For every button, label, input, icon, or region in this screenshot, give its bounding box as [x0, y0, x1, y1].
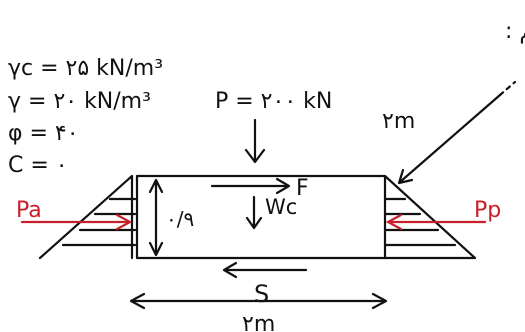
- param-phi: φ = ۴۰: [8, 121, 79, 146]
- param-c: C = ۰: [8, 153, 68, 178]
- force-f-arrow: [210, 177, 291, 195]
- footing-block: [135, 174, 387, 260]
- param-gamma-c: γc = ۲۵ kN/m³: [8, 56, 163, 81]
- load-p-label: P = ۲۰۰ kN: [215, 89, 332, 114]
- weight-wc-label: Wc: [265, 195, 297, 219]
- param-gamma: γ = ۲۰ kN/m³: [8, 89, 151, 114]
- diagonal-dimension: [397, 80, 517, 185]
- active-pressure-label: Pa: [16, 198, 42, 223]
- passive-pressure-label: Pp: [474, 198, 501, 223]
- diagonal-dimension-label: ۲m: [382, 109, 415, 134]
- height-label: ۰/۹: [166, 207, 194, 231]
- weight-wc-arrow: [245, 195, 263, 230]
- passive-pressure-arrow: [385, 213, 487, 231]
- backfill-right: [383, 174, 477, 260]
- load-p-arrow: [244, 118, 266, 164]
- height-dimension: [148, 178, 164, 257]
- width-dimension-label: ۲m: [242, 312, 275, 332]
- width-dimension: [129, 292, 388, 310]
- force-f-label: F: [296, 176, 309, 201]
- backfill-left: [38, 174, 137, 260]
- friction-s-label: S: [254, 280, 269, 308]
- header-note: ادبر پی را ترسیم می کنیم :: [505, 19, 525, 44]
- active-pressure-arrow: [20, 213, 133, 231]
- friction-s-arrow: [222, 261, 308, 279]
